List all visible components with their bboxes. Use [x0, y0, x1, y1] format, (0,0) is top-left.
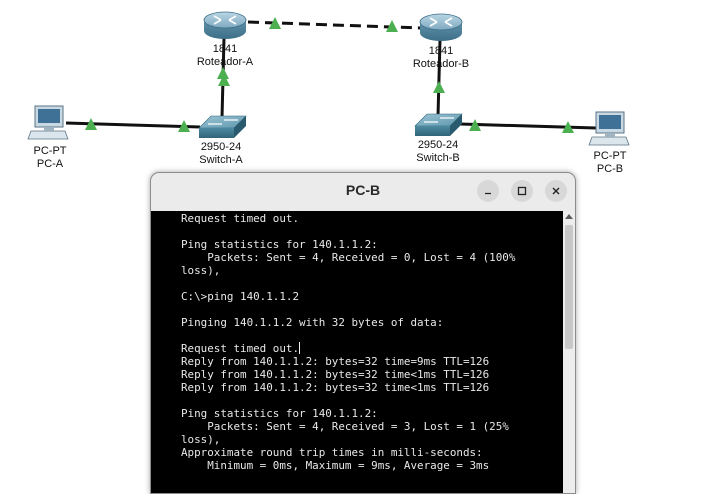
terminal-scrollbar[interactable] [563, 211, 575, 493]
close-icon [552, 187, 560, 195]
link-up-icon [433, 81, 445, 93]
device-model: PC-PT [593, 150, 627, 162]
terminal-text-after-cursor: Reply from 140.1.1.2: bytes=32 time=9ms … [181, 355, 509, 472]
terminal-text-before-cursor: Request timed out. Ping statistics for 1… [181, 212, 516, 355]
device-label-pc-b: PC-PT PC-B [580, 150, 640, 176]
device-label-switch-b: 2950-24 Switch-B [403, 139, 473, 165]
network-topology [27, 11, 630, 146]
device-name: PC-A [36, 158, 64, 170]
device-name: PC-B [596, 163, 624, 175]
link-up-icon [85, 118, 97, 130]
pc-b-window[interactable]: PC-B Request timed out. Ping statistics … [150, 172, 576, 494]
device-name: Switch-A [199, 154, 243, 166]
minimize-icon [485, 192, 491, 195]
link-up-icon [562, 121, 574, 133]
device-model: PC-PT [33, 145, 67, 157]
device-name: Roteador-A [196, 56, 254, 68]
switch-icon[interactable] [414, 113, 463, 136]
link-up-icon [178, 120, 190, 132]
maximize-button[interactable] [511, 180, 533, 202]
device-label-switch-a: 2950-24 Switch-A [186, 141, 256, 167]
link-router-b-switch-b[interactable] [436, 39, 442, 117]
device-model: 1841 [428, 45, 454, 57]
minimize-button[interactable] [477, 180, 499, 202]
device-label-roteador-a: 1841 Roteador-A [190, 43, 260, 69]
link-up-icon [469, 119, 481, 131]
link-up-icon [269, 17, 281, 29]
link-up-icon [217, 67, 229, 79]
close-button[interactable] [545, 180, 567, 202]
maximize-icon [517, 186, 527, 196]
device-name: Roteador-B [412, 58, 470, 70]
text-cursor [299, 342, 301, 354]
link-up-icon [218, 74, 230, 86]
router-icon[interactable] [419, 13, 463, 41]
link-up-icon [386, 20, 398, 32]
router-icon[interactable] [203, 11, 247, 39]
pc-icon[interactable] [588, 111, 630, 146]
terminal-output[interactable]: Request timed out. Ping statistics for 1… [181, 212, 515, 472]
link-pc-a-switch-a[interactable] [65, 121, 201, 129]
switch-icon[interactable] [198, 115, 247, 138]
command-prompt[interactable]: Request timed out. Ping statistics for 1… [151, 211, 575, 493]
pc-icon[interactable] [27, 105, 69, 140]
device-model: 1841 [212, 43, 238, 55]
scrollbar-thumb[interactable] [565, 225, 573, 349]
link-switch-b-pc-b[interactable] [459, 122, 597, 130]
device-model: 2950-24 [417, 139, 459, 151]
device-label-pc-a: PC-PT PC-A [20, 145, 80, 171]
terminal-screen[interactable]: Request timed out. Ping statistics for 1… [151, 211, 565, 493]
scroll-up-arrow-icon[interactable] [565, 214, 573, 219]
window-titlebar[interactable]: PC-B [151, 173, 575, 209]
device-model: 2950-24 [200, 141, 242, 153]
window-title: PC-B [345, 182, 381, 198]
device-label-roteador-b: 1841 Roteador-B [406, 45, 476, 71]
link-status-indicators [85, 17, 574, 133]
device-name: Switch-B [416, 152, 460, 164]
